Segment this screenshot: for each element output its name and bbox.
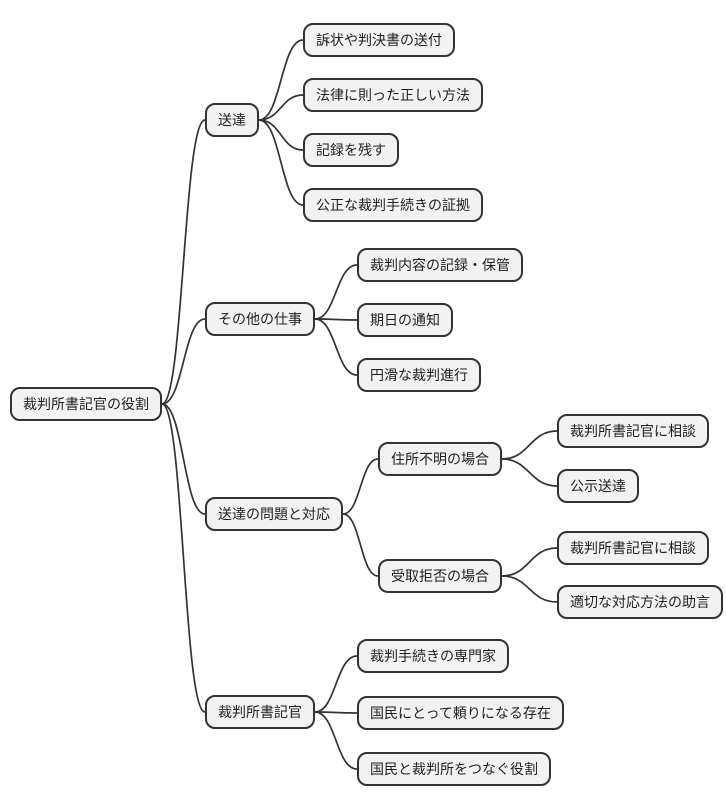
node-label: 公示送達 bbox=[570, 478, 626, 494]
node-leaf[interactable]: 円滑な裁判進行 bbox=[357, 358, 481, 392]
node-leaf[interactable]: 公正な裁判手続きの証拠 bbox=[303, 188, 483, 222]
node-leaf[interactable]: 裁判所書記官に相談 bbox=[557, 531, 709, 565]
node-leaf[interactable]: 公示送達 bbox=[557, 469, 639, 503]
node-leaf[interactable]: 記録を残す bbox=[303, 133, 399, 167]
node-soutatsu[interactable]: 送達 bbox=[205, 103, 259, 137]
node-label: 国民にとって頼りになる存在 bbox=[370, 705, 551, 721]
node-label: 裁判手続きの専門家 bbox=[370, 648, 496, 664]
node-leaf[interactable]: 裁判内容の記録・保管 bbox=[357, 248, 523, 282]
node-root[interactable]: 裁判所書記官の役割 bbox=[10, 387, 162, 421]
node-label: 国民と裁判所をつなぐ役割 bbox=[370, 761, 538, 777]
node-label: 受取拒否の場合 bbox=[391, 568, 489, 584]
node-label: 裁判内容の記録・保管 bbox=[370, 257, 510, 273]
node-label: 送達の問題と対応 bbox=[218, 506, 330, 522]
node-leaf[interactable]: 法律に則った正しい方法 bbox=[303, 78, 483, 112]
node-leaf[interactable]: 裁判所書記官に相談 bbox=[557, 414, 709, 448]
node-label: 円滑な裁判進行 bbox=[370, 367, 468, 383]
node-label: 法律に則った正しい方法 bbox=[316, 87, 470, 103]
node-leaf[interactable]: 裁判手続きの専門家 bbox=[357, 639, 509, 673]
node-label: 記録を残す bbox=[316, 142, 386, 158]
node-leaf[interactable]: 国民と裁判所をつなぐ役割 bbox=[357, 752, 551, 786]
node-label: 裁判所書記官 bbox=[218, 704, 302, 720]
node-label: その他の仕事 bbox=[218, 311, 302, 327]
node-delivery-problems[interactable]: 送達の問題と対応 bbox=[205, 497, 343, 531]
node-label: 訴状や判決書の送付 bbox=[316, 32, 442, 48]
node-leaf[interactable]: 国民にとって頼りになる存在 bbox=[357, 696, 564, 730]
node-leaf[interactable]: 訴状や判決書の送付 bbox=[303, 23, 455, 57]
node-label: 公正な裁判手続きの証拠 bbox=[316, 197, 470, 213]
node-address-unknown[interactable]: 住所不明の場合 bbox=[378, 442, 502, 476]
node-refusal[interactable]: 受取拒否の場合 bbox=[378, 559, 502, 593]
node-other-jobs[interactable]: その他の仕事 bbox=[205, 302, 315, 336]
node-leaf[interactable]: 期日の通知 bbox=[357, 303, 453, 337]
node-label: 裁判所書記官に相談 bbox=[570, 540, 696, 556]
node-label: 裁判所書記官に相談 bbox=[570, 423, 696, 439]
node-label: 裁判所書記官の役割 bbox=[23, 396, 149, 412]
node-court-clerk[interactable]: 裁判所書記官 bbox=[205, 695, 315, 729]
node-label: 住所不明の場合 bbox=[391, 451, 489, 467]
node-label: 送達 bbox=[218, 112, 246, 128]
node-label: 適切な対応方法の助言 bbox=[570, 594, 710, 610]
node-label: 期日の通知 bbox=[370, 312, 440, 328]
node-leaf[interactable]: 適切な対応方法の助言 bbox=[557, 585, 723, 619]
